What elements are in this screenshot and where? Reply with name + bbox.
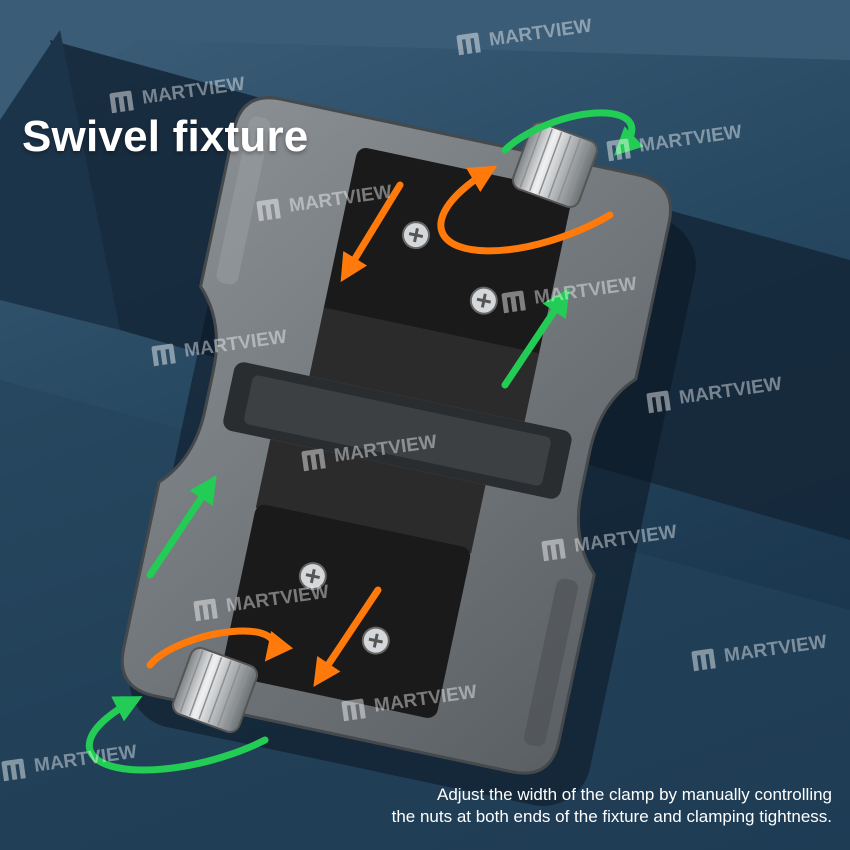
top-knurled-nut: [511, 121, 599, 209]
watermark: MARTVIEW: [539, 521, 678, 564]
martview-logo-icon: [646, 390, 671, 414]
watermark: MARTVIEW: [107, 73, 246, 116]
orange-arrow: [340, 181, 404, 283]
caption: Adjust the width of the clamp by manuall…: [392, 784, 832, 828]
martview-logo-icon: [193, 598, 218, 622]
green-arrow: [146, 475, 217, 579]
motion-arrows: [146, 181, 570, 687]
martview-logo-icon: [541, 538, 566, 562]
bottom-knurled-nut: [171, 646, 259, 734]
martview-logo-icon: [341, 698, 366, 722]
watermark: MARTVIEW: [604, 121, 743, 164]
caption-line-2: the nuts at both ends of the fixture and…: [391, 807, 832, 826]
orange-arrow: [313, 586, 382, 687]
watermark: MARTVIEW: [191, 581, 330, 624]
watermark: MARTVIEW: [149, 326, 288, 369]
martview-logo-icon: [1, 758, 26, 782]
watermark: MARTVIEW: [644, 373, 783, 416]
martview-logo-icon: [606, 138, 631, 162]
martview-logo-icon: [456, 32, 481, 56]
watermark: MARTVIEW: [299, 431, 438, 474]
martview-logo-icon: [501, 290, 526, 314]
watermark: MARTVIEW: [254, 181, 393, 224]
caption-line-1: Adjust the width of the clamp by manuall…: [437, 785, 832, 804]
lower-clamp-pad: [222, 439, 486, 718]
watermark: MARTVIEW: [499, 273, 638, 316]
bottom-rotation-arrows: [85, 627, 294, 774]
green-arrow: [501, 288, 570, 389]
page-title: Swivel fixture: [22, 112, 309, 161]
upper-clamp-pad: [309, 148, 572, 422]
martview-logo-icon: [151, 343, 176, 367]
watermark: MARTVIEW: [0, 741, 138, 784]
martview-logo-icon: [256, 198, 281, 222]
top-rotation-arrows: [437, 109, 644, 255]
watermark: MARTVIEW: [339, 681, 478, 724]
watermark: MARTVIEW: [689, 631, 828, 674]
martview-logo-icon: [691, 648, 716, 672]
watermark: MARTVIEW: [454, 15, 593, 58]
martview-logo-icon: [109, 90, 134, 114]
martview-logo-icon: [301, 448, 326, 472]
